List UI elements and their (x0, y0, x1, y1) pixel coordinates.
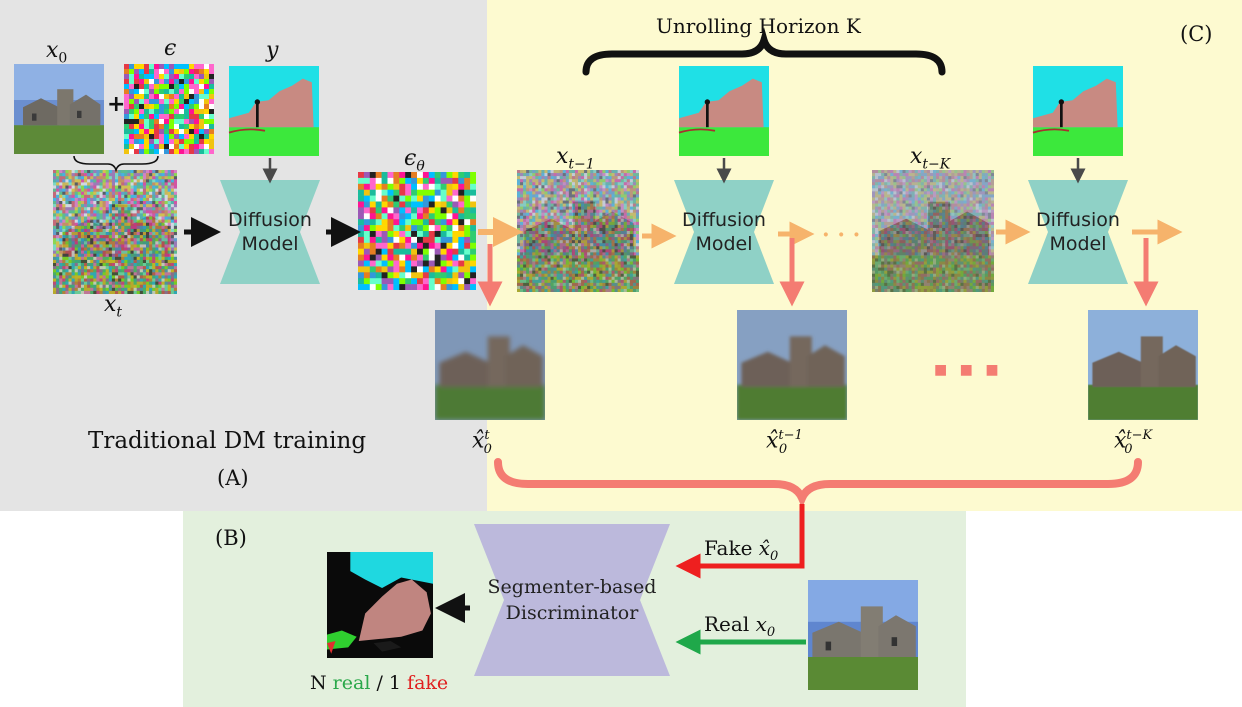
label-epsilon: ϵ (164, 36, 177, 61)
church-image-x0 (14, 64, 104, 154)
noisy-image-xt (53, 170, 177, 294)
label-unrolling-horizon: Unrolling Horizon K (656, 14, 861, 38)
noise-eps-theta-svg (358, 172, 476, 290)
segmentation-map-step-k (1032, 66, 1124, 156)
noise-overlay-xt (53, 170, 177, 294)
noise-image-epsilon (124, 64, 214, 154)
diffusion-model-block-a (220, 180, 320, 284)
brace-x0-eps (73, 155, 159, 173)
panel-b-tag: (B) (215, 526, 247, 550)
diffusion-model-block-c2 (1028, 180, 1128, 284)
label-y: y (266, 38, 279, 63)
noisy-image-x-t-minus-k (872, 170, 994, 292)
segmentation-map-y (228, 66, 320, 156)
label-xt: xt (104, 292, 123, 321)
diffusion-model-block-c1 (674, 180, 774, 284)
label-x0hat-t: x̂t0 (472, 428, 492, 457)
predicted-image-x0hat-t (435, 310, 545, 420)
noise-image-eps-theta (358, 172, 476, 290)
panel-c-tag: (C) (1180, 22, 1213, 46)
arrow-fake-to-discriminator (675, 504, 805, 579)
panel-a-title: Traditional DM training (88, 428, 367, 454)
label-real-input: Real x0 (704, 612, 776, 640)
output-fake-word: fake (407, 672, 449, 694)
label-x0hat-t-minus-k: x̂t−K0 (1114, 428, 1153, 457)
ellipsis-predictions: ■ ■ ■ (934, 362, 1003, 378)
predicted-image-x0hat-t-minus-k (1088, 310, 1198, 420)
label-x-t-minus-1: xt−1 (556, 144, 595, 173)
output-real-word: real (332, 672, 371, 694)
segmentation-output (327, 552, 433, 658)
label-plus: + (107, 92, 126, 117)
predicted-image-x0hat-t-minus-1 (737, 310, 847, 420)
label-x0hat-t-minus-1: x̂t−10 (766, 428, 803, 457)
brace-unrolling-horizon (582, 27, 946, 76)
output-caption: N real / 1 fake (310, 672, 449, 694)
label-x0: x0 (46, 38, 68, 67)
panel-a-tag: (A) (217, 466, 249, 490)
label-fake-input: Fake x̂0 (704, 536, 779, 564)
noise-epsilon-svg (124, 64, 214, 154)
noise-overlay-xtk (872, 170, 994, 292)
label-x-t-minus-k: xt−K (910, 144, 951, 173)
brace-predictions (494, 458, 1142, 509)
noise-overlay-xt1 (517, 170, 639, 292)
discriminator-block (474, 524, 670, 676)
ellipsis-flow: · · · (822, 222, 861, 248)
label-eps-theta: ϵθ (404, 146, 425, 175)
noisy-image-x-t-minus-1 (517, 170, 639, 292)
real-image-x0 (808, 580, 918, 690)
segmentation-map-step-2 (678, 66, 770, 156)
